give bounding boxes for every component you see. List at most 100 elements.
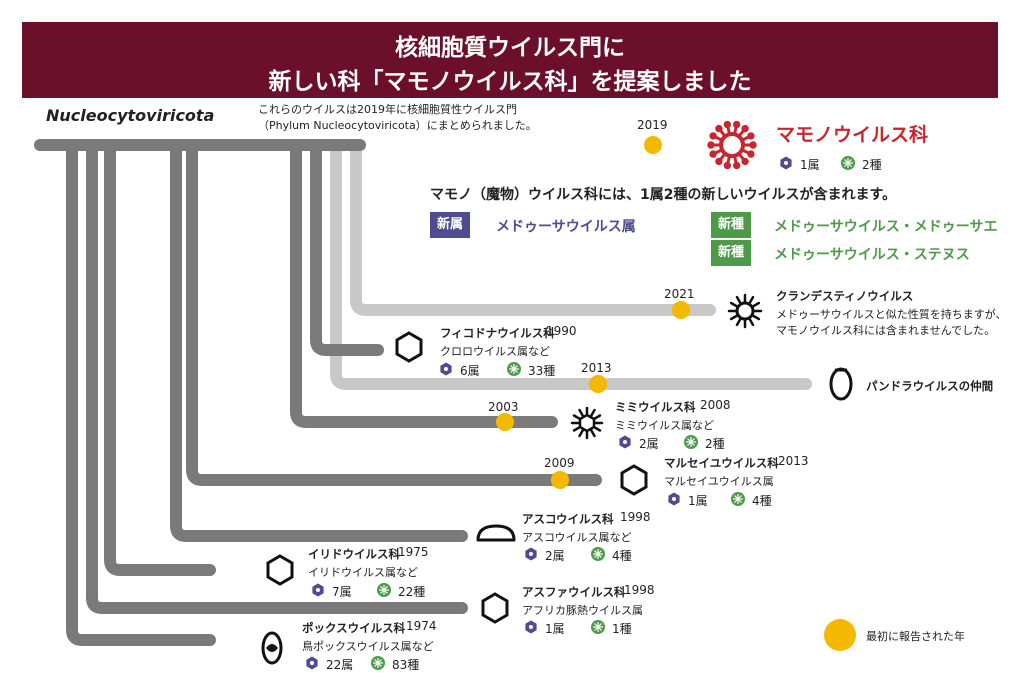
mimi-genus-count: 2属 bbox=[639, 437, 659, 451]
asco-genus-count: 2属 bbox=[545, 549, 565, 563]
pandora-virus-icon bbox=[829, 367, 853, 401]
genus-icon-center bbox=[310, 661, 314, 665]
branch-asco bbox=[170, 139, 468, 542]
asfa-year: 1998 bbox=[624, 583, 655, 597]
new-genus-name: メドゥーサウイルス属 bbox=[496, 219, 636, 235]
asco-name: アスコウイルス科 bbox=[522, 512, 614, 526]
species-icon-ray bbox=[513, 365, 518, 370]
spike bbox=[729, 313, 740, 321]
spike bbox=[589, 408, 596, 418]
branch-phycodna bbox=[310, 139, 384, 356]
spike bbox=[735, 316, 743, 327]
asco-species-count: 4種 bbox=[612, 549, 632, 563]
genus-icon-center bbox=[529, 625, 533, 629]
new-species-name-1: メドゥーサウイルス・メドゥーサエ bbox=[774, 219, 998, 235]
genus-icon-center bbox=[529, 552, 533, 556]
genus-icon-center bbox=[623, 440, 627, 444]
branch-asfa bbox=[86, 139, 468, 614]
headline: マモノ（魔物）ウイルス科には、1属2種の新しいウイルスが含まれます。 bbox=[430, 187, 897, 203]
spike bbox=[747, 295, 755, 306]
spike-tip bbox=[747, 150, 755, 158]
asfa-name: アスファウイルス科 bbox=[522, 585, 626, 599]
spike-tip bbox=[747, 132, 755, 140]
mamono-species-count: 2種 bbox=[862, 158, 882, 172]
pox-year: 1974 bbox=[406, 619, 437, 633]
year-dot-marsei bbox=[551, 471, 569, 489]
light-branches bbox=[330, 139, 812, 390]
mamono-virus-icon bbox=[707, 120, 757, 170]
clandestine-desc-2: マモノウイルス科には含まれませんでした。 bbox=[776, 324, 996, 337]
new-species-tag-2: 新種 bbox=[711, 240, 752, 266]
spike-tip bbox=[723, 120, 732, 129]
spike bbox=[589, 428, 596, 438]
species-icon-ray bbox=[597, 550, 602, 555]
spike-tip bbox=[715, 124, 723, 133]
spike-tip bbox=[715, 157, 723, 166]
marsei-virus-icon bbox=[620, 464, 648, 496]
mamono-genus-count: 1属 bbox=[800, 158, 820, 172]
phylum-note-line1: これらのウイルスは2019年に核細胞質性ウイルス門 bbox=[258, 103, 517, 116]
marsei-year: 2013 bbox=[778, 454, 809, 468]
year-dot-pandora bbox=[589, 375, 607, 393]
species-icon-ray bbox=[377, 659, 382, 664]
spike bbox=[578, 428, 585, 438]
spike bbox=[572, 425, 582, 432]
title-line-1: 核細胞質ウイルス門に bbox=[395, 35, 625, 61]
genus-icon-center bbox=[672, 497, 676, 501]
pox-sub: 鳥ポックスウイルス属など bbox=[302, 640, 434, 653]
phycodna-sub: クロロウイルス属など bbox=[440, 345, 550, 358]
irido-sub: イリドウイルス属など bbox=[308, 566, 418, 579]
phycodna-species-count: 33種 bbox=[528, 364, 556, 378]
phycodna-year: 1990 bbox=[546, 324, 577, 338]
branch-marsei bbox=[186, 139, 602, 486]
species-icon-ray bbox=[383, 586, 388, 591]
asco-year: 1998 bbox=[620, 510, 651, 524]
year-dot-mimi bbox=[496, 413, 514, 431]
phylum-name: Nucleocytoviricota bbox=[46, 106, 215, 125]
marsei-sub: マルセイユウイルス属 bbox=[664, 475, 774, 488]
irido-species-count: 22種 bbox=[398, 585, 426, 599]
marsei-species-count: 4種 bbox=[752, 494, 772, 508]
spike-tip bbox=[741, 124, 749, 133]
spike-tip bbox=[709, 150, 717, 158]
phycodna-virus-icon bbox=[395, 331, 423, 363]
dark-branches bbox=[66, 139, 602, 646]
spike-tip bbox=[749, 141, 757, 149]
spike-tip bbox=[709, 132, 717, 140]
phylum-note: これらのウイルスは2019年に核細胞質性ウイルス門 （Phylum Nucleo… bbox=[258, 102, 537, 134]
marsei-branch-year: 2009 bbox=[544, 456, 575, 470]
mimi-sub: ミミウイルス属など bbox=[615, 419, 714, 432]
species-icon-ray bbox=[597, 623, 602, 628]
spike bbox=[750, 313, 761, 321]
mimi-name: ミミウイルス科 bbox=[615, 400, 696, 414]
spike-tip bbox=[707, 141, 715, 149]
mamono-year: 2019 bbox=[637, 118, 668, 132]
pox-virus-icon bbox=[261, 631, 283, 665]
irido-year: 1975 bbox=[398, 545, 429, 559]
mimi-year: 2008 bbox=[700, 398, 731, 412]
year-dots bbox=[496, 136, 856, 651]
spike bbox=[729, 301, 740, 309]
pox-genus-count: 22属 bbox=[326, 658, 354, 672]
marsei-name: マルセイユウイルス科 bbox=[664, 456, 779, 470]
phycodna-name: フィコドナウイルス科 bbox=[440, 326, 555, 340]
spike-tip bbox=[732, 161, 741, 170]
spike bbox=[747, 316, 755, 327]
phylum-note-line2: （Phylum Nucleocytoviricota）にまとめられました。 bbox=[258, 119, 537, 132]
asfa-genus-count: 1属 bbox=[545, 622, 565, 636]
year-dot-mamono bbox=[644, 136, 662, 154]
branch-pox bbox=[66, 139, 216, 646]
new-genus-tag: 新属 bbox=[430, 212, 471, 238]
mimi-species-count: 2種 bbox=[705, 437, 725, 451]
branch-pandora bbox=[330, 139, 812, 390]
legend-label: 最初に報告された年 bbox=[866, 630, 965, 643]
genus-icon-center bbox=[316, 588, 320, 592]
asfa-species-count: 1種 bbox=[612, 622, 632, 636]
spike bbox=[578, 408, 585, 418]
title-line-2: 新しい科「マモノウイルス科」を提案しました bbox=[268, 69, 752, 95]
new-species-name-2: メドゥーサウイルス・ステヌス bbox=[774, 247, 970, 263]
branch-clandestine bbox=[350, 139, 716, 316]
clandestine-virus-icon bbox=[727, 293, 763, 329]
branch-mimi bbox=[290, 139, 558, 428]
